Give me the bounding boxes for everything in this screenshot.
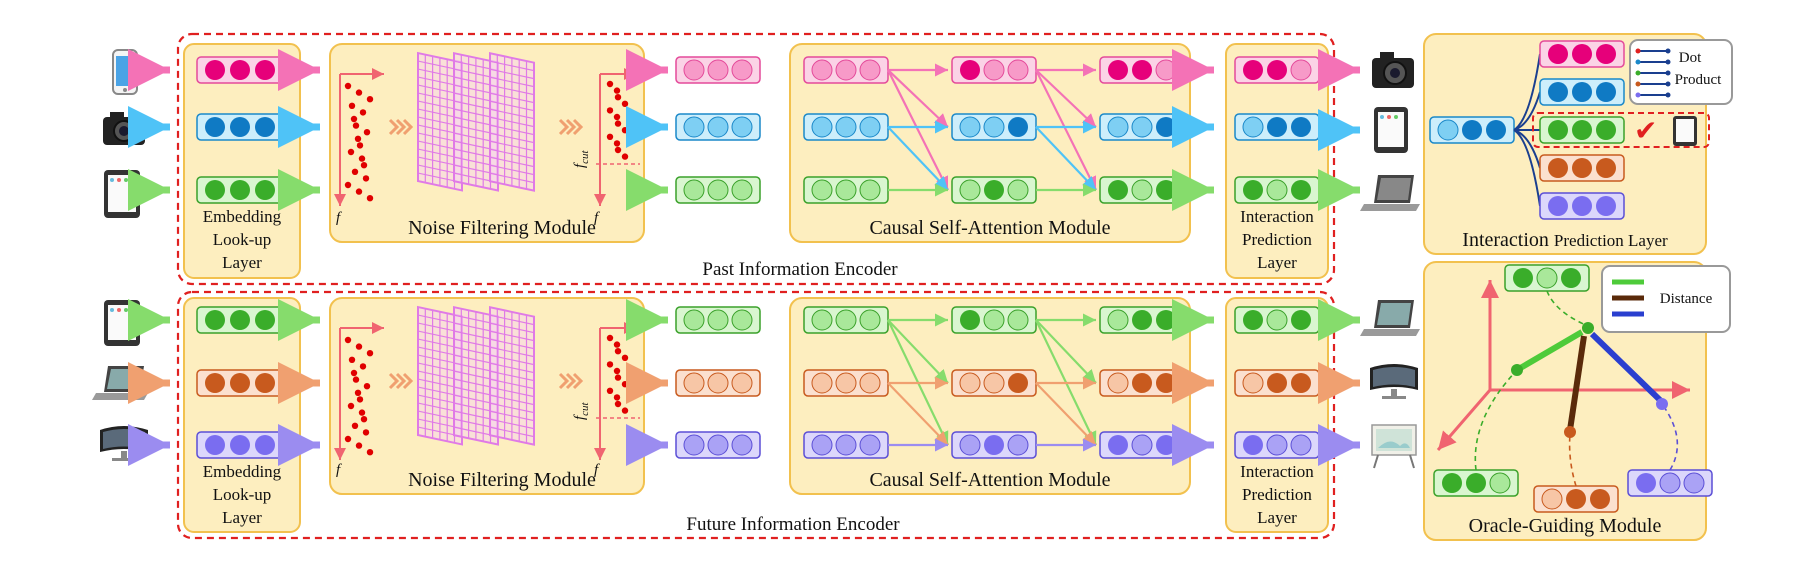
oracle-top-green-vector [1504,264,1590,292]
future-input-monitor-icon [100,426,148,461]
oracle-axes [1436,280,1690,451]
candidate-green-vector [1539,116,1625,144]
selected-tablet-icon [1673,116,1697,146]
dot-product-legend-line1: Dot [1679,50,1702,66]
past-filtered-green-vector [675,176,761,204]
future-noise-axis-f: f [336,462,342,478]
oracle-distance-arrows [1515,329,1665,431]
past-noise-title: Noise Filtering Module [408,217,596,239]
oracle-purple-vector [1627,469,1713,497]
future-embedding-panel [183,297,301,533]
distance-legend: Distance [1601,265,1731,333]
future-encoder-title: Future Information Encoder [686,514,900,535]
past-noise-fcut-label: fcut [572,149,591,168]
past-prediction-vectors [1234,56,1320,204]
dot-product-legend-line2: Product [1675,72,1722,88]
past-prediction-label-1: Interaction [1240,207,1314,226]
future-prediction-label-2: Prediction [1242,485,1312,504]
past-embedding-label-2: Look-up [213,230,272,249]
oracle-projection-paths [1474,290,1679,487]
past-prediction-label-3: Layer [1257,253,1297,272]
interaction-dot-product-lines [1513,53,1541,207]
future-noise-title: Noise Filtering Module [408,469,596,491]
past-input-camera-icon [103,112,145,145]
past-input-tablet-icon [104,170,140,218]
past-embedding-green-vector [196,176,284,204]
past-embedding-label-1: Embedding [203,207,282,226]
past-attention-edges [887,63,1097,197]
future-noise-fcut-label: fcut [572,401,591,420]
oracle-bottom-green-vector [1433,469,1519,497]
past-noise-axis-f-filtered: f [594,210,600,226]
future-attention-col1 [803,306,889,459]
past-encoder-title: Past Information Encoder [702,259,898,280]
past-noise-axis-f: f [336,210,342,226]
oracle-anchor-point [1582,322,1594,334]
candidate-purple-vector [1539,192,1625,220]
future-embedding-label-2: Look-up [213,485,272,504]
past-attention-col3 [1099,56,1185,204]
past-output-camera-icon [1372,52,1414,88]
future-attention-col3 [1099,306,1185,459]
oracle-orange-point [1564,426,1576,438]
future-prediction-label-3: Layer [1257,508,1297,527]
future-prediction-vectors [1234,306,1320,459]
oracle-green-point [1511,364,1523,376]
future-output-tv-icon [1371,424,1417,469]
svg-text:fcut: fcut [572,149,591,168]
future-encoder: Future Information Encoder [92,290,1420,540]
past-input-phone-icon [112,49,138,95]
past-embedding-panel [183,43,301,279]
svg-text:fcut: fcut [572,401,591,420]
oracle-orange-vector [1533,485,1619,513]
future-noise-axis-f-filtered: f [594,462,600,478]
oracle-guiding-module: Distance Oracle-Guiding Module [1423,261,1731,541]
future-output-laptop-icon [1360,300,1420,336]
oracle-purple-point [1656,398,1668,410]
future-prediction-panel [1225,297,1329,533]
candidate-pink-vector [1539,40,1625,68]
oracle-module-title: Oracle-Guiding Module [1469,515,1662,537]
past-output-laptop-icon [1360,175,1420,211]
past-filtered-blue-vector [675,113,761,141]
past-attention-col1 [803,56,889,204]
selected-check-mark-icon: ✔ [1634,116,1657,147]
future-attention-title: Causal Self-Attention Module [869,469,1110,491]
future-embedding-orange-vector [196,369,284,397]
candidate-orange-vector [1539,154,1625,182]
future-input-tablet-icon [104,300,140,346]
future-embedding-green-vector [196,306,284,334]
future-output-monitor-icon [1370,364,1418,399]
future-encoder-border [176,290,1336,540]
past-prediction-panel [1225,43,1329,279]
future-noise-internals [334,305,640,460]
selected-candidate-highlight [1532,112,1710,148]
future-prediction-label-1: Interaction [1240,462,1314,481]
past-output-tablet-icon [1374,107,1408,153]
interaction-query-vector [1429,116,1515,144]
past-embedding-blue-vector [196,113,284,141]
past-noise-internals [334,51,640,206]
candidate-blue-vector [1539,78,1625,106]
distance-legend-label: Distance [1660,291,1713,307]
past-attention-title: Causal Self-Attention Module [869,217,1110,239]
past-prediction-label-2: Prediction [1242,230,1312,249]
past-encoder-border [176,32,1336,286]
past-encoder: Past Information Encoder [103,32,1420,286]
future-embedding-label-1: Embedding [203,462,282,481]
dot-product-legend: Dot Product [1629,39,1733,105]
past-filtered-pink-vector [675,56,761,84]
future-attention-col2 [951,306,1037,459]
future-embedding-purple-vector [196,431,284,459]
future-filtered-vectors [675,306,761,459]
past-embedding-pink-vector [196,56,284,84]
future-input-laptop-icon [92,366,148,400]
future-embedding-label-3: Layer [222,508,262,527]
past-embedding-label-3: Layer [222,253,262,272]
past-attention-col2 [951,56,1037,204]
future-attention-edges [887,313,1097,452]
